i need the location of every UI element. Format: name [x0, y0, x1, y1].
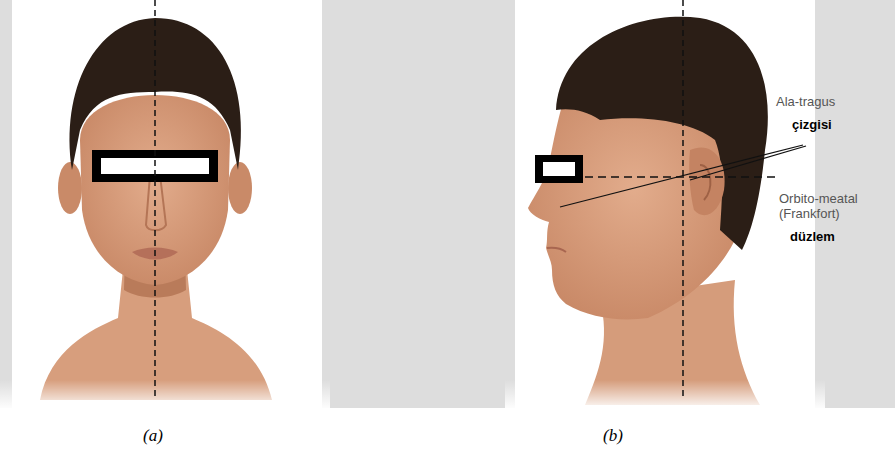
panel-a — [12, 0, 322, 408]
front-face — [0, 18, 330, 410]
profile-face — [505, 17, 825, 410]
ala-tragus-line — [560, 145, 803, 207]
grey-ground — [0, 0, 895, 408]
plane-label: Orbito-meatal (Frankfort) — [779, 192, 879, 222]
plane-label: düzlem — [790, 230, 835, 245]
eye-bar — [535, 155, 583, 183]
panel-letter: (b) — [603, 426, 623, 446]
line-label: çizgisi — [792, 118, 832, 133]
eye-bar-inner — [543, 162, 575, 176]
midline — [154, 0, 156, 400]
leader-line — [690, 146, 806, 180]
panel-letter: (a) — [143, 426, 163, 446]
panel-b — [515, 0, 815, 408]
vertical-line — [682, 0, 684, 400]
line-label: Ala-tragus — [776, 95, 835, 110]
